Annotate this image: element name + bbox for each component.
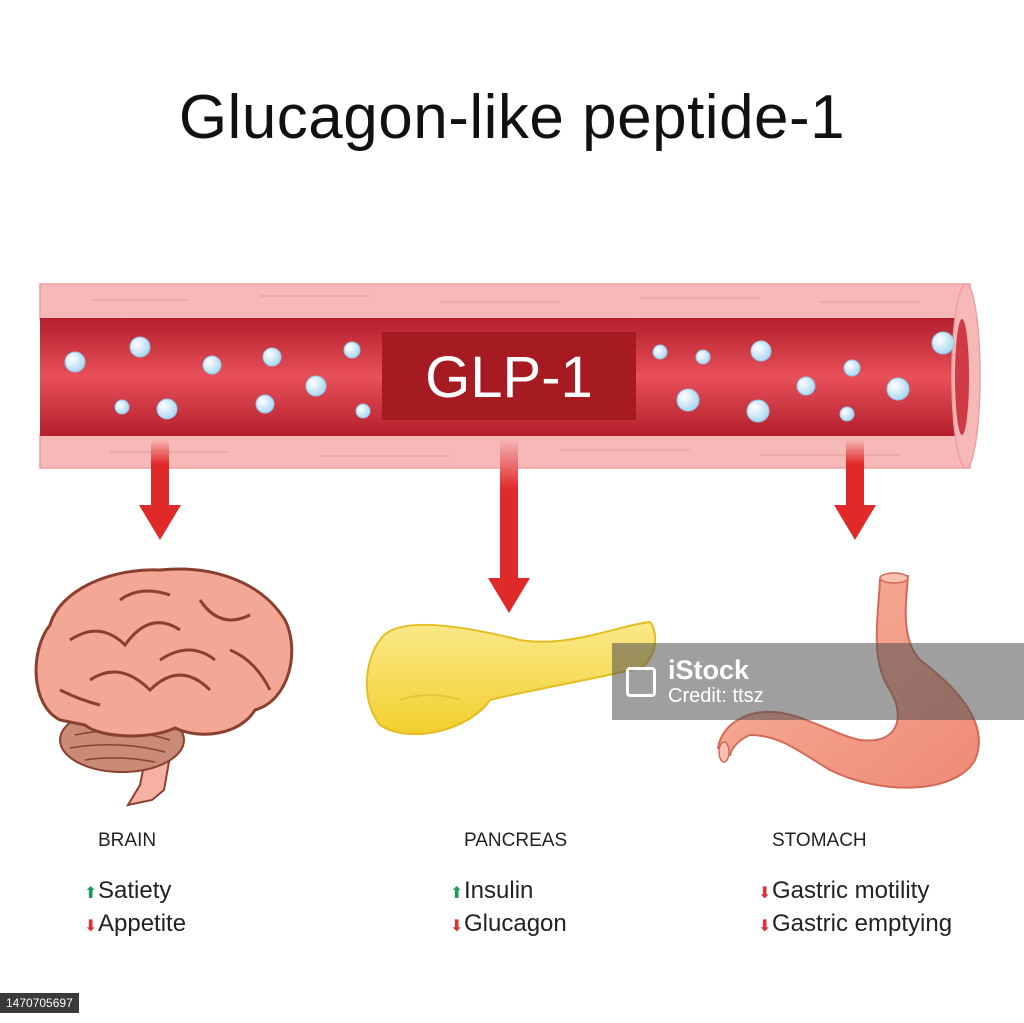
brain-illustration — [34, 567, 294, 807]
effect-text: Insulin — [464, 877, 534, 904]
blood-vessel: GLP-1 — [39, 283, 981, 469]
effect-item: ⬆Insulin — [450, 876, 567, 909]
istock-logo-icon — [626, 666, 656, 697]
pancreas-effects: ⬆Insulin ⬇Glucagon — [450, 876, 567, 942]
glp1-molecule — [843, 359, 861, 377]
arrow-to-brain — [139, 440, 181, 540]
arrow-to-pancreas — [488, 440, 530, 613]
effect-text: Appetite — [98, 910, 187, 937]
stomach-effects: ⬇Gastric motility ⬇Gastric emptying — [758, 876, 952, 942]
glp1-molecule — [129, 336, 151, 358]
glp1-label: GLP-1 — [425, 345, 593, 410]
glp1-molecule — [695, 349, 711, 365]
watermark-banner: iStock Credit: ttsz — [612, 643, 1024, 720]
effect-text: Gastric emptying — [772, 910, 953, 937]
glp1-molecule — [886, 377, 910, 401]
effect-text: Glucagon — [464, 910, 567, 937]
glp1-molecule — [255, 394, 275, 414]
increase-arrow-icon: ⬆ — [84, 885, 98, 902]
effect-item: ⬇Appetite — [84, 909, 186, 942]
organ-label-brain: BRAIN — [98, 830, 157, 851]
effect-item: ⬇Glucagon — [450, 909, 567, 942]
glp1-molecule — [305, 375, 327, 397]
stock-image-id: 1470705697 — [0, 993, 79, 1013]
effect-item: ⬆Satiety — [84, 876, 186, 909]
decrease-arrow-icon: ⬇ — [450, 918, 464, 935]
glp1-molecule — [652, 344, 668, 360]
glp1-molecule — [156, 398, 178, 420]
glp1-molecule — [746, 399, 770, 423]
effect-text: Gastric motility — [772, 877, 930, 904]
glp1-molecule — [355, 403, 371, 419]
glp1-molecule — [202, 355, 222, 375]
glp1-label-box — [382, 332, 636, 420]
increase-arrow-icon: ⬆ — [450, 885, 464, 902]
glp1-molecule — [343, 341, 361, 359]
page-title: Glucagon-like peptide-1 — [178, 83, 846, 152]
glp1-molecule — [750, 340, 772, 362]
glp1-molecule — [839, 406, 855, 422]
effect-item: ⬇Gastric motility — [758, 876, 952, 909]
glp1-molecule — [796, 376, 816, 396]
vessel-texture — [90, 295, 920, 457]
effect-item: ⬇Gastric emptying — [758, 909, 952, 942]
watermark-credit: Credit: ttsz — [668, 684, 764, 707]
glp1-molecule — [64, 351, 86, 373]
organ-label-stomach: STOMACH — [772, 830, 867, 851]
decrease-arrow-icon: ⬇ — [84, 918, 98, 935]
glp1-molecule — [114, 399, 130, 415]
glp1-molecules — [64, 331, 955, 423]
brain-effects: ⬆Satiety ⬇Appetite — [84, 876, 186, 942]
vessel-lumen — [955, 319, 969, 435]
organ-label-pancreas: PANCREAS — [464, 830, 568, 851]
glp1-molecule — [931, 331, 955, 355]
decrease-arrow-icon: ⬇ — [758, 918, 772, 935]
brain-cerebrum — [34, 567, 294, 738]
glp1-molecule — [676, 388, 700, 412]
arrow-to-stomach — [834, 440, 876, 540]
watermark-brand: iStock — [668, 654, 750, 685]
glp1-molecule — [262, 347, 282, 367]
effect-text: Satiety — [98, 877, 172, 904]
decrease-arrow-icon: ⬇ — [758, 885, 772, 902]
